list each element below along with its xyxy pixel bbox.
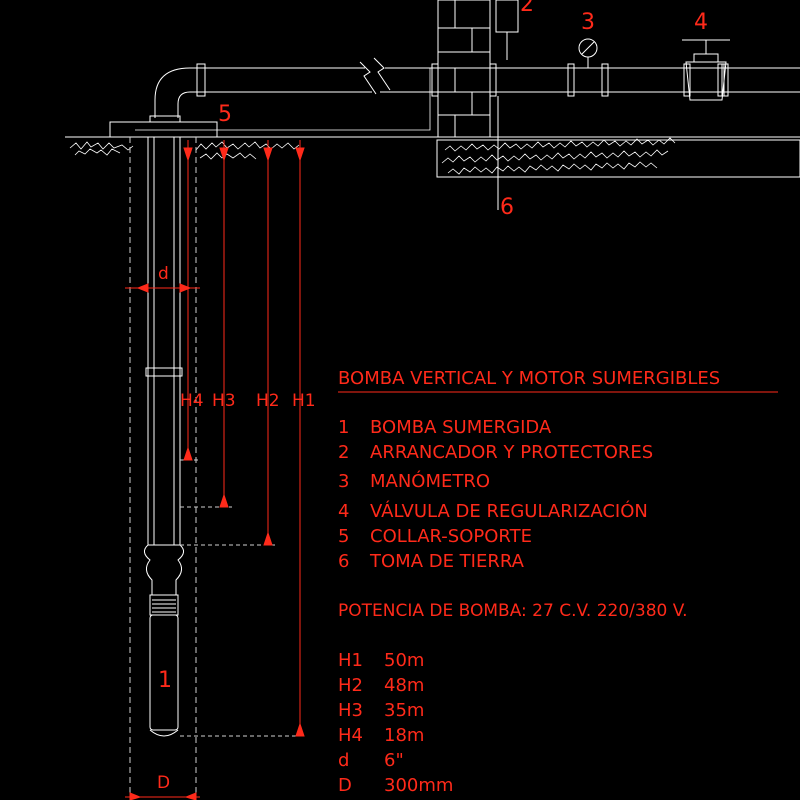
dim-label-d: d [158,264,169,284]
spec-value: 50m [384,650,425,671]
spec-key: D [338,775,352,796]
legend-num: 3 [338,471,350,492]
discharge-pipe [154,57,800,118]
callout-2: 2 [520,0,534,17]
spec-key: H3 [338,700,363,721]
pump-body [144,544,184,737]
legend-label: ARRANCADOR Y PROTECTORES [370,442,654,463]
legend-num: 1 [338,417,350,438]
dim-label-h3: H3 [212,391,236,411]
gravel-bed [436,139,800,178]
pump-power: POTENCIA DE BOMBA: 27 C.V. 220/380 V. [338,601,688,621]
callout-1: 1 [158,668,172,693]
spec-value: 48m [384,675,425,696]
legend-num: 5 [338,526,350,547]
diagram-title: BOMBA VERTICAL Y MOTOR SUMERGIBLES [338,368,721,389]
dim-label-D: D [157,773,171,793]
support-collar [109,121,218,138]
callout-6: 6 [500,195,514,220]
spec-value: 35m [384,700,425,721]
spec-value: 18m [384,725,425,746]
legend-num: 6 [338,551,350,572]
ground-hatch-right [441,137,676,175]
dim-label-h4: H4 [180,391,204,411]
spec-value: 6" [384,750,404,771]
spec-key: H1 [338,650,363,671]
regulating-valve [682,39,730,101]
callout-4: 4 [694,10,708,35]
legend-num: 4 [338,501,350,522]
dim-label-h2: H2 [256,391,280,411]
spec-key: H2 [338,675,363,696]
legend-label: VÁLVULA DE REGULARIZACIÓN [370,501,648,522]
spec-key: H4 [338,725,363,746]
callout-3: 3 [581,10,595,35]
pressure-gauge [578,38,598,68]
starter-box [495,0,519,33]
dimension-lines [125,140,778,800]
callout-5: 5 [218,102,232,127]
legend-label: MANÓMETRO [370,471,491,492]
legend-label: TOMA DE TIERRA [370,551,524,572]
spec-key: d [338,750,350,771]
dim-label-h1: H1 [292,391,316,411]
legend-num: 2 [338,442,350,463]
spec-value: 300mm [384,775,454,796]
legend-label: COLLAR-SOPORTE [370,526,532,547]
legend-label: BOMBA SUMERGIDA [370,417,552,438]
well-casing [129,137,197,800]
ground-hatch-left [69,141,300,160]
column-pipe [145,137,183,545]
